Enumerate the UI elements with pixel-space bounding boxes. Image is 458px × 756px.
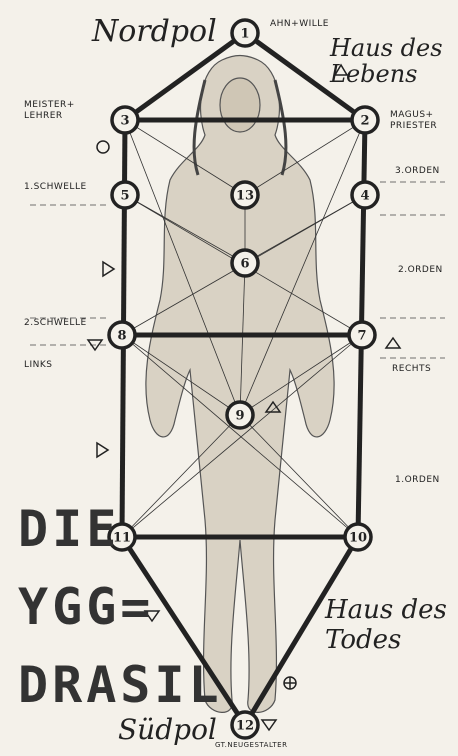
- node-1-number: 1: [240, 27, 249, 42]
- node-6: 6: [232, 250, 258, 276]
- second-order-label: 2.ORDEN: [398, 265, 443, 276]
- node-7-number: 7: [357, 329, 366, 344]
- third-order-label: 3.ORDEN: [395, 166, 440, 177]
- yggdrasil-rune-title: DIE YGG= DRASIL: [18, 490, 223, 724]
- node-6-number: 6: [240, 257, 249, 272]
- north-pole-title: Nordpol: [92, 14, 217, 49]
- south-caption-label: GT.NEUGESTALTER: [215, 740, 287, 751]
- node-9-number: 9: [235, 409, 244, 424]
- node-7: 7: [349, 322, 375, 348]
- node-13-number: 13: [236, 189, 254, 204]
- node-4-number: 4: [360, 189, 369, 204]
- left-label: LINKS: [24, 360, 53, 371]
- first-threshold-label: 1.SCHWELLE: [24, 182, 87, 193]
- node-3-number: 3: [120, 114, 129, 129]
- node-9: 9: [227, 402, 253, 428]
- magus-priester-label: MAGUS+ PRIESTER: [390, 110, 437, 132]
- node-12-number: 12: [236, 719, 254, 734]
- node-12: 12: [232, 712, 258, 738]
- node-13: 13: [232, 182, 258, 208]
- node-10-number: 10: [349, 531, 367, 546]
- node-1: 1: [232, 20, 258, 46]
- right-label: RECHTS: [392, 364, 431, 375]
- ahn-wille-label: AHN+WILLE: [270, 19, 329, 30]
- second-threshold-label: 2.SCHWELLE: [24, 318, 87, 329]
- node-5-number: 5: [120, 189, 129, 204]
- node-8-number: 8: [117, 329, 126, 344]
- node-5: 5: [112, 182, 138, 208]
- meister-lehrer-label: MEISTER+ LEHRER: [24, 100, 75, 122]
- node-3: 3: [112, 107, 138, 133]
- house-of-death-title: Haus des Todes: [325, 595, 447, 655]
- node-4: 4: [352, 182, 378, 208]
- house-of-life-title: Haus des Lebens: [330, 35, 443, 87]
- node-2-number: 2: [360, 114, 369, 129]
- first-order-label: 1.ORDEN: [395, 475, 440, 486]
- south-pole-title: Südpol: [118, 713, 217, 746]
- node-8: 8: [109, 322, 135, 348]
- node-10: 10: [345, 524, 371, 550]
- node-2: 2: [352, 107, 378, 133]
